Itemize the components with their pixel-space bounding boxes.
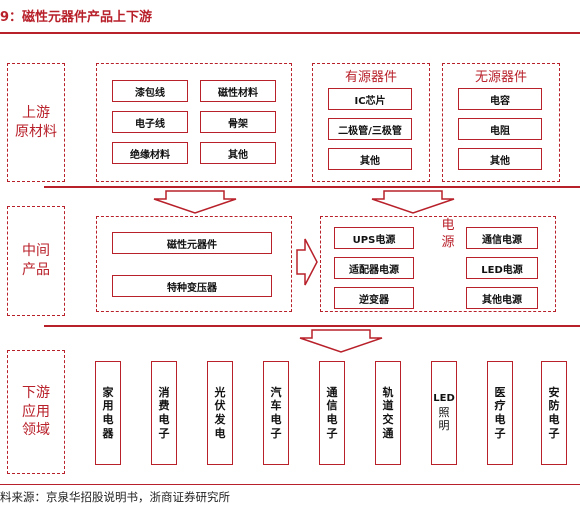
magnetic-components-group	[96, 216, 292, 312]
row-separator	[44, 325, 580, 327]
down-arrow	[299, 329, 383, 353]
material-box: 其他	[200, 142, 276, 164]
right-arrow	[296, 238, 318, 286]
application-box-rail-transit: 轨道交通	[375, 361, 401, 465]
active-devices-title: 有源器件	[332, 66, 410, 85]
app-char: 电	[548, 413, 560, 426]
app-char: 汽	[270, 385, 282, 399]
app-char: 医	[494, 385, 506, 399]
down-arrow	[371, 190, 455, 214]
passive-device-box: 其他	[458, 148, 542, 170]
app-char: 子	[494, 426, 506, 440]
row-label-line: 下游	[22, 384, 50, 401]
down-arrow	[153, 190, 237, 214]
app-char: LED	[433, 393, 455, 404]
figure-title: 9：磁性元器件产品上下游	[0, 10, 153, 25]
app-char: 家	[102, 385, 114, 399]
power-supply-box: LED电源	[466, 257, 538, 279]
bottom-rule	[0, 484, 580, 485]
power-supply-box: 逆变器	[334, 287, 414, 309]
passive-device-box: 电阻	[458, 118, 542, 140]
app-char: 用	[102, 399, 114, 413]
power-title-char: 源	[441, 234, 455, 250]
row-separator	[44, 186, 580, 188]
active-device-box: 二极管/三极管	[328, 118, 412, 140]
application-box-photovoltaic: 光伏发电	[207, 361, 233, 465]
source-note: 料来源：京泉华招股说明书，浙商证券研究所	[0, 490, 230, 504]
app-char: 通	[382, 426, 394, 440]
app-char: 子	[270, 426, 282, 440]
row-label-line: 上游	[22, 104, 50, 121]
application-box-security: 安防电子	[541, 361, 567, 465]
app-char: 电	[494, 413, 506, 426]
app-char: 子	[326, 426, 338, 440]
row-label-line: 应用	[22, 403, 50, 420]
active-device-box: IC芯片	[328, 88, 412, 110]
app-char: 轨	[382, 385, 394, 399]
app-char: 防	[548, 399, 560, 413]
app-char: 交	[382, 413, 394, 426]
row-label-line: 产品	[22, 262, 50, 278]
passive-devices-title: 无源器件	[462, 66, 540, 85]
passive-device-box: 电容	[458, 88, 542, 110]
midstream-product-box: 特种变压器	[112, 275, 272, 297]
raw-materials-group	[96, 63, 292, 182]
power-supply-box: 其他电源	[466, 287, 538, 309]
app-char: 电	[158, 413, 170, 426]
app-char: 疗	[494, 399, 506, 413]
app-char: 子	[158, 426, 170, 440]
row-label-line: 中间	[22, 243, 50, 260]
app-char: 发	[214, 413, 226, 426]
app-char: 消	[158, 385, 170, 399]
app-char: 电	[214, 426, 226, 440]
application-box-automotive: 汽车电子	[263, 361, 289, 465]
app-char: 光	[214, 385, 226, 399]
row-label-midstream: 中间产品	[7, 206, 65, 316]
material-box: 磁性材料	[200, 80, 276, 102]
material-box: 绝缘材料	[112, 142, 188, 164]
app-char: 费	[158, 399, 170, 413]
power-supply-box: 通信电源	[466, 227, 538, 249]
material-box: 骨架	[200, 111, 276, 133]
app-char: 器	[102, 426, 114, 440]
active-device-box: 其他	[328, 148, 412, 170]
material-box: 电子线	[112, 111, 188, 133]
power-supply-title: 电 源	[438, 218, 458, 252]
app-char: 通	[326, 385, 338, 399]
material-box: 漆包线	[112, 80, 188, 102]
midstream-product-box: 磁性元器件	[112, 232, 272, 254]
app-char: 明	[438, 419, 450, 433]
application-box-home-appliances: 家用电器	[95, 361, 121, 465]
row-label-line: 原材料	[15, 123, 57, 140]
app-char: 子	[548, 426, 560, 440]
app-char: 伏	[214, 399, 226, 413]
application-box-telecom: 通信电子	[319, 361, 345, 465]
active-devices-group	[312, 63, 430, 182]
row-label-upstream: 上游原材料	[7, 63, 65, 182]
app-char: 道	[382, 399, 394, 413]
row-label-downstream: 下游应用领域	[7, 350, 65, 474]
app-char: 车	[270, 399, 282, 413]
title-rule	[0, 32, 580, 34]
passive-devices-group	[442, 63, 560, 182]
app-char: 安	[548, 385, 560, 399]
application-box-consumer-electronics: 消费电子	[151, 361, 177, 465]
app-char: 电	[326, 413, 338, 426]
application-box-medical: 医疗电子	[487, 361, 513, 465]
power-supply-box: UPS电源	[334, 227, 414, 249]
row-label-line: 领域	[22, 422, 50, 439]
app-char: 照	[438, 405, 450, 419]
power-title-char: 电	[441, 218, 455, 233]
power-supply-box: 适配器电源	[334, 257, 414, 279]
app-char: 电	[270, 413, 282, 426]
app-char: 信	[326, 399, 338, 413]
power-supply-group	[320, 216, 556, 312]
app-char: 电	[102, 413, 114, 426]
